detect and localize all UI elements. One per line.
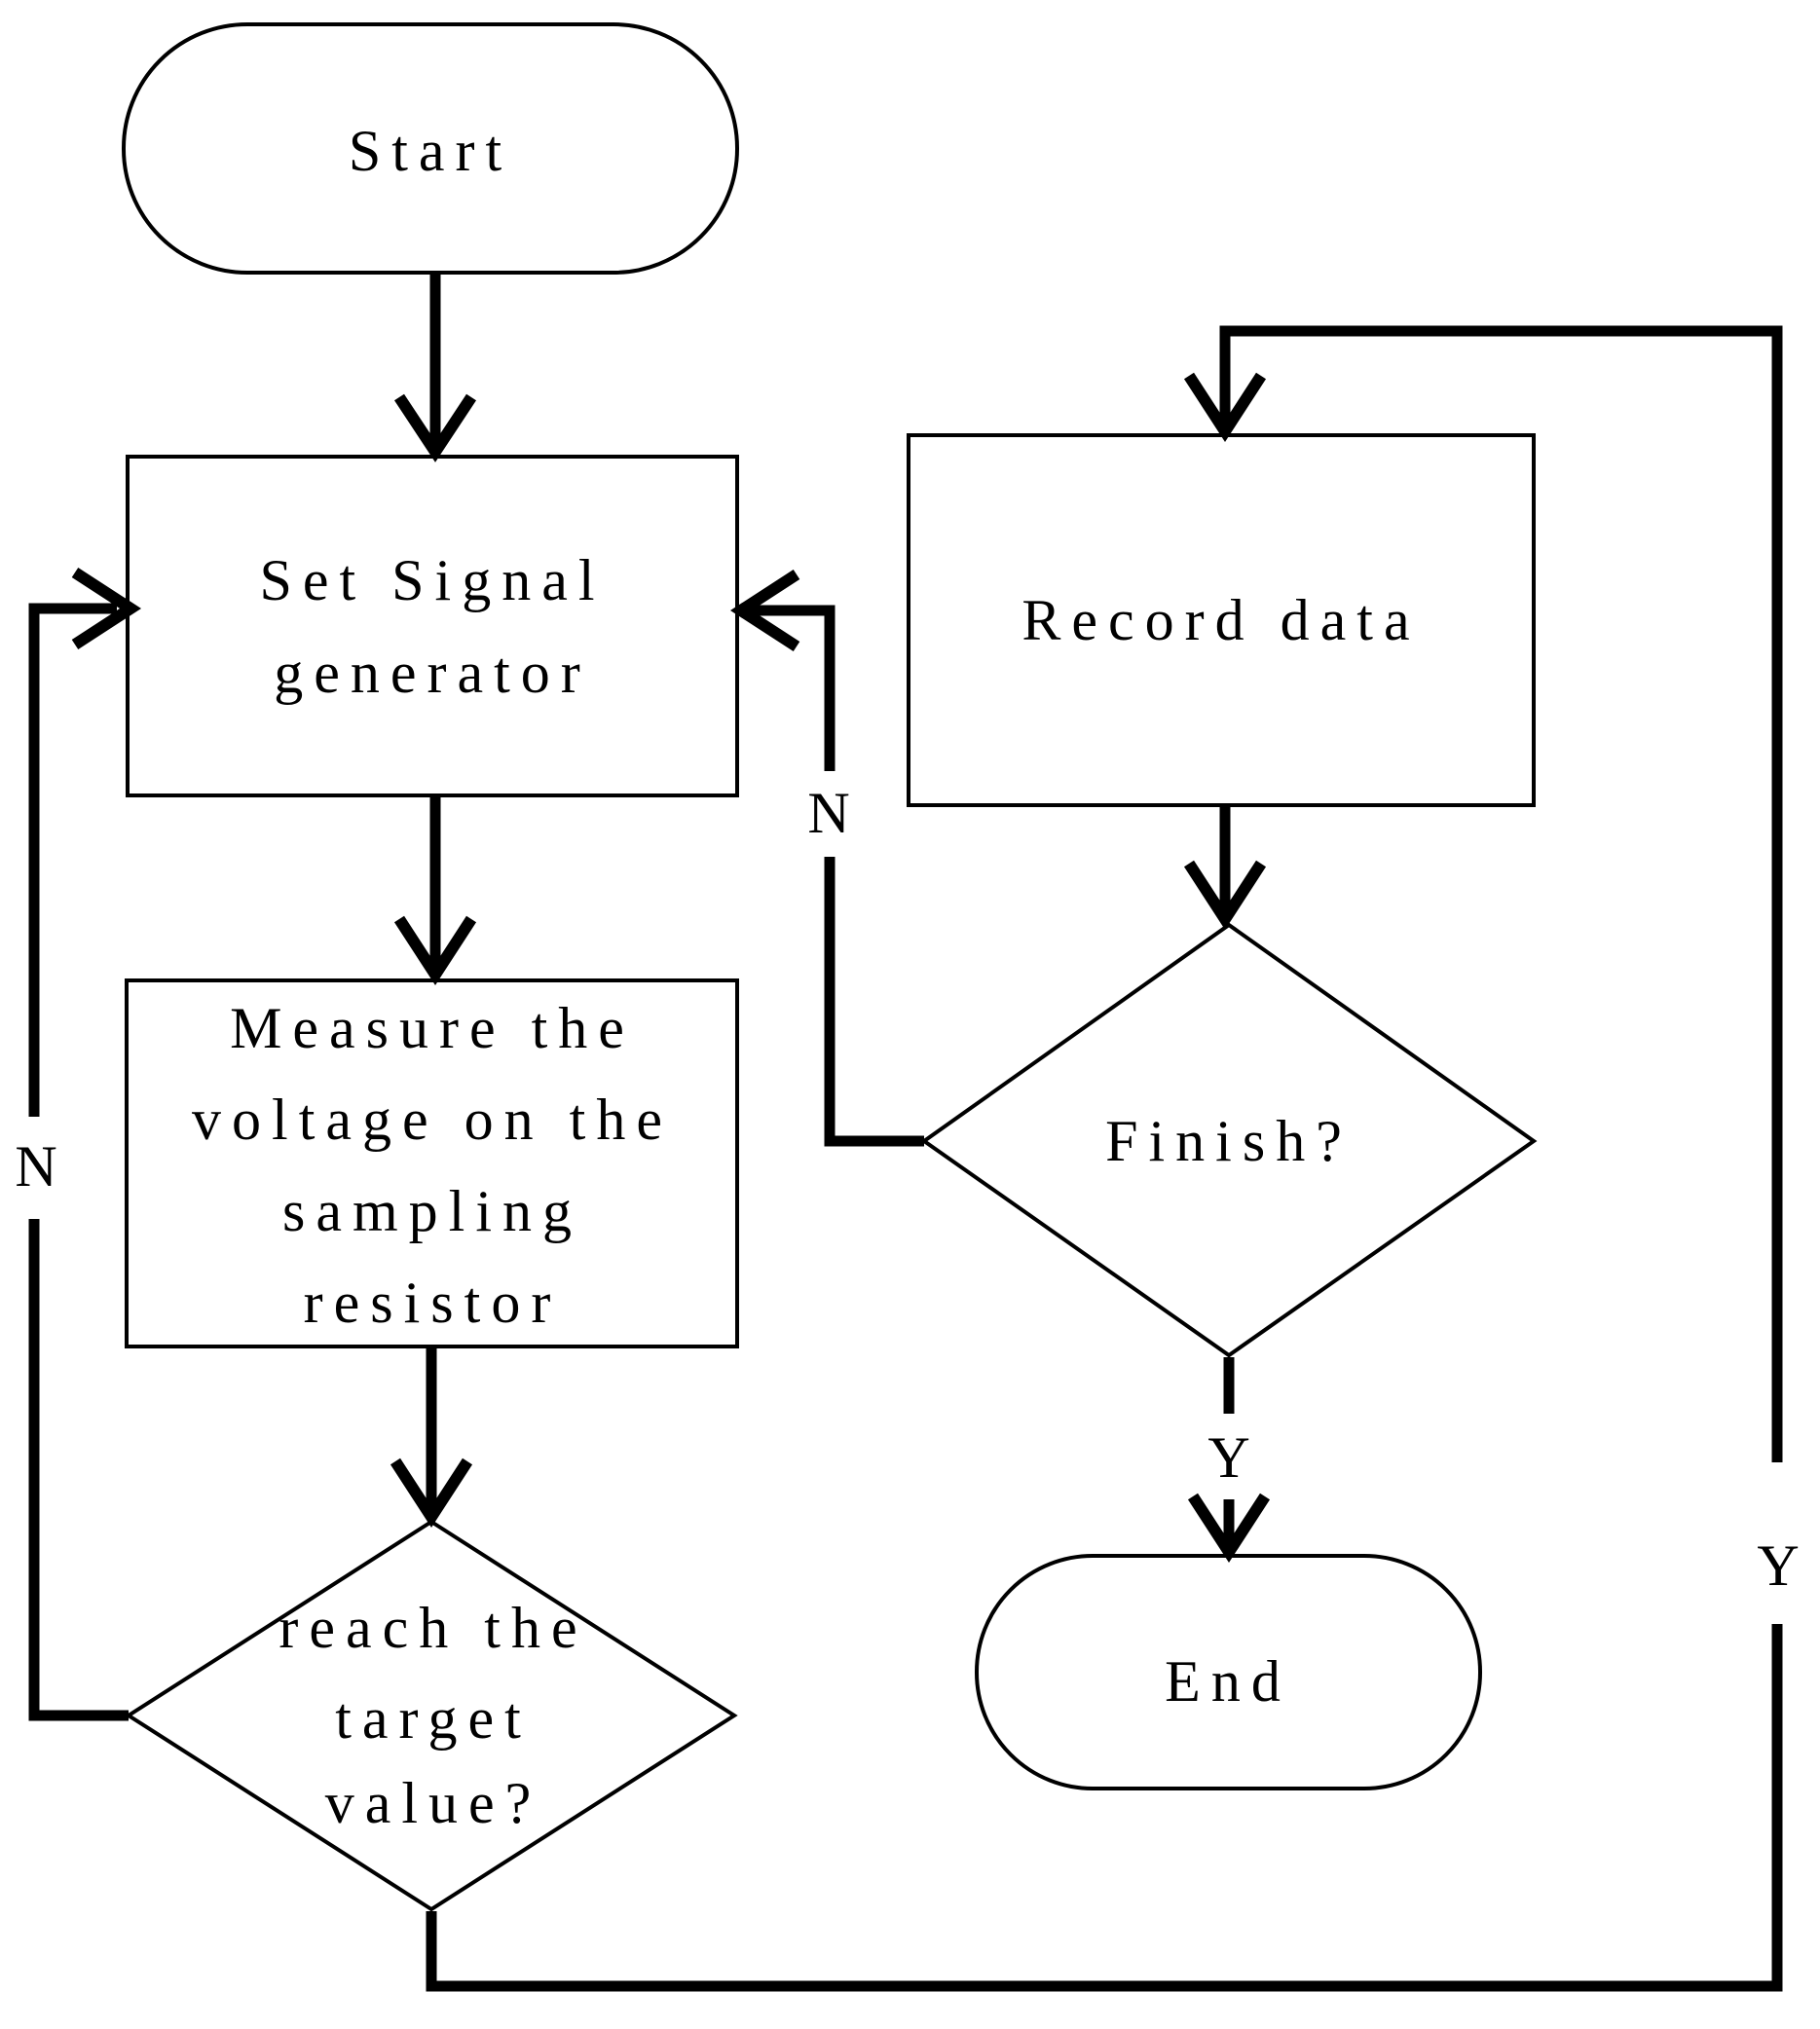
end-label: End — [1165, 1649, 1291, 1714]
measure-label-line4: resistor — [304, 1271, 562, 1335]
record-data-label: Record data — [1021, 588, 1420, 652]
arrowhead-into-record-data-top — [1183, 372, 1267, 443]
edge-reach-yes-lower-segment — [426, 1624, 1783, 1992]
set-signal-label-line2: generator — [274, 641, 591, 705]
arrowhead-into-set-signal-right — [729, 569, 800, 652]
arrowhead-into-end-top — [1187, 1493, 1271, 1564]
edge-finish-no-upper-segment — [752, 605, 836, 771]
edge-reach-no-lower-segment — [28, 1219, 129, 1721]
start-label: Start — [349, 119, 512, 183]
finish-decision-shape — [920, 922, 1538, 1358]
measure-label-line3: sampling — [282, 1179, 582, 1243]
finish-no-branch-label: N — [807, 781, 849, 845]
edge-finish-no-lower-segment — [824, 857, 924, 1147]
reach-target-label-line3: value? — [325, 1771, 542, 1835]
reach-target-no-branch-label: N — [15, 1134, 56, 1199]
finish-yes-branch-label: Y — [1207, 1425, 1249, 1490]
record-data-process-shape — [907, 433, 1536, 807]
arrowhead-into-measure-top — [393, 915, 477, 986]
measure-label-line1: Measure the — [230, 996, 635, 1060]
set-signal-label-line1: Set Signal — [259, 548, 605, 612]
reach-target-decision-shape — [125, 1519, 738, 1912]
reach-target-label-line2: target — [335, 1686, 532, 1751]
arrowhead-into-finish-top — [1183, 860, 1267, 931]
reach-target-label-line1: reach the — [279, 1596, 587, 1660]
arrowhead-into-reach-decision-top — [390, 1457, 473, 1529]
end-terminator-shape — [975, 1554, 1482, 1790]
arrowhead-into-set-signal-top — [393, 393, 477, 462]
start-terminator-shape — [122, 22, 739, 275]
set-signal-process-shape — [126, 455, 739, 797]
measure-label-line2: voltage on the — [192, 1088, 673, 1152]
arrowhead-into-set-signal-left — [71, 567, 142, 650]
reach-target-yes-branch-label: Y — [1757, 1533, 1799, 1598]
edge-reach-no-upper-segment — [28, 603, 117, 1117]
measure-voltage-process-shape — [125, 978, 739, 1348]
finish-label: Finish? — [1105, 1109, 1353, 1173]
edge-reach-yes-upper-segment — [1219, 325, 1783, 1462]
